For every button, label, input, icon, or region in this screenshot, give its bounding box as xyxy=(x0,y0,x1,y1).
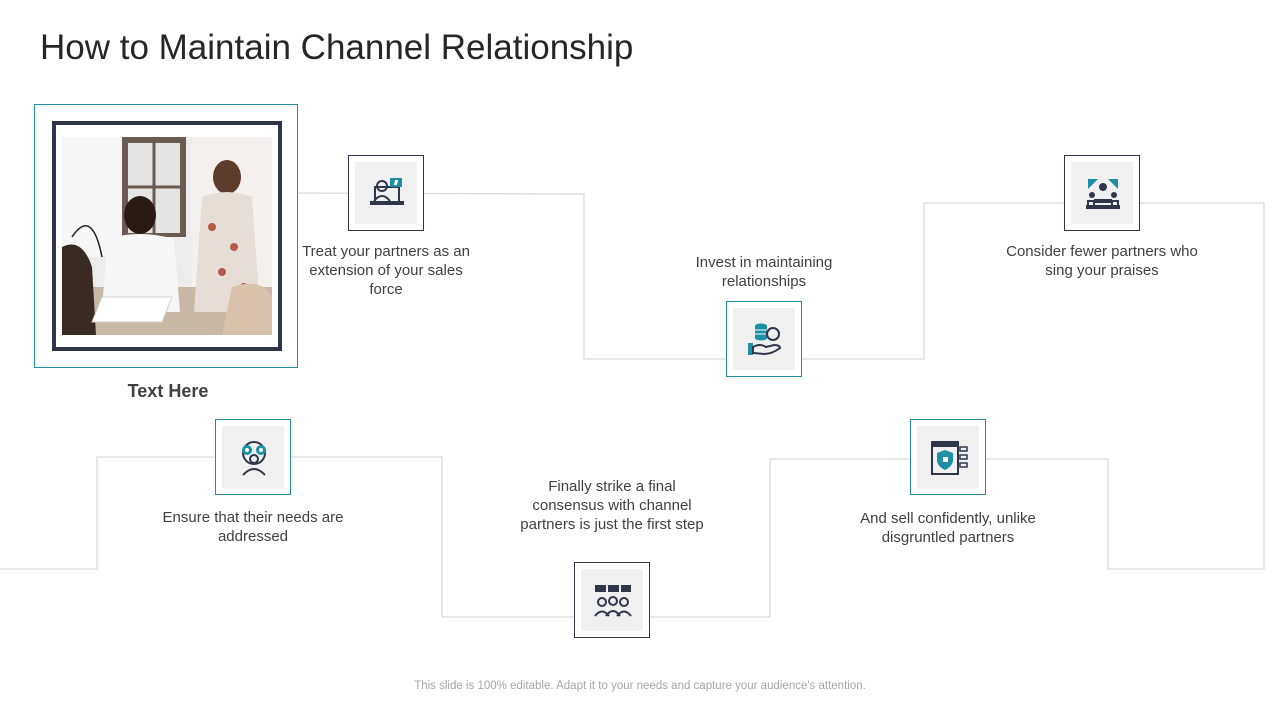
step-6-text: And sell confidently, unlike disgruntled… xyxy=(860,510,1036,546)
team-photo xyxy=(52,121,282,351)
step-3-icon-box xyxy=(1064,155,1140,231)
step-2-icon-box xyxy=(726,301,802,377)
hand-coins-icon xyxy=(748,323,782,356)
step-1-text: Treat your partners as an extension of y… xyxy=(302,243,470,298)
step-2-text: Invest in maintaining relationships xyxy=(695,254,833,290)
secure-document-icon xyxy=(931,441,968,475)
step-1-icon-box xyxy=(348,155,424,231)
step-6-icon-box xyxy=(910,419,986,495)
slide-title: How to Maintain Channel Relationship xyxy=(40,28,634,67)
step-3-text: Consider fewer partners who sing your pr… xyxy=(1006,243,1198,279)
photo-caption: Text Here xyxy=(127,381,209,401)
step-5-icon-box xyxy=(574,562,650,638)
team-meeting-icon xyxy=(1086,179,1120,209)
step-4-text: Ensure that their needs are addressed xyxy=(162,509,344,545)
group-chat-icon xyxy=(594,585,632,617)
head-gears-icon xyxy=(242,441,266,476)
photo-frame xyxy=(34,104,298,368)
step-5-text: Finally strike a final consensus with ch… xyxy=(520,478,704,533)
step-4-icon-box xyxy=(215,419,291,495)
presenter-laptop-icon xyxy=(370,178,404,205)
footer-note: This slide is 100% editable. Adapt it to… xyxy=(414,680,866,692)
